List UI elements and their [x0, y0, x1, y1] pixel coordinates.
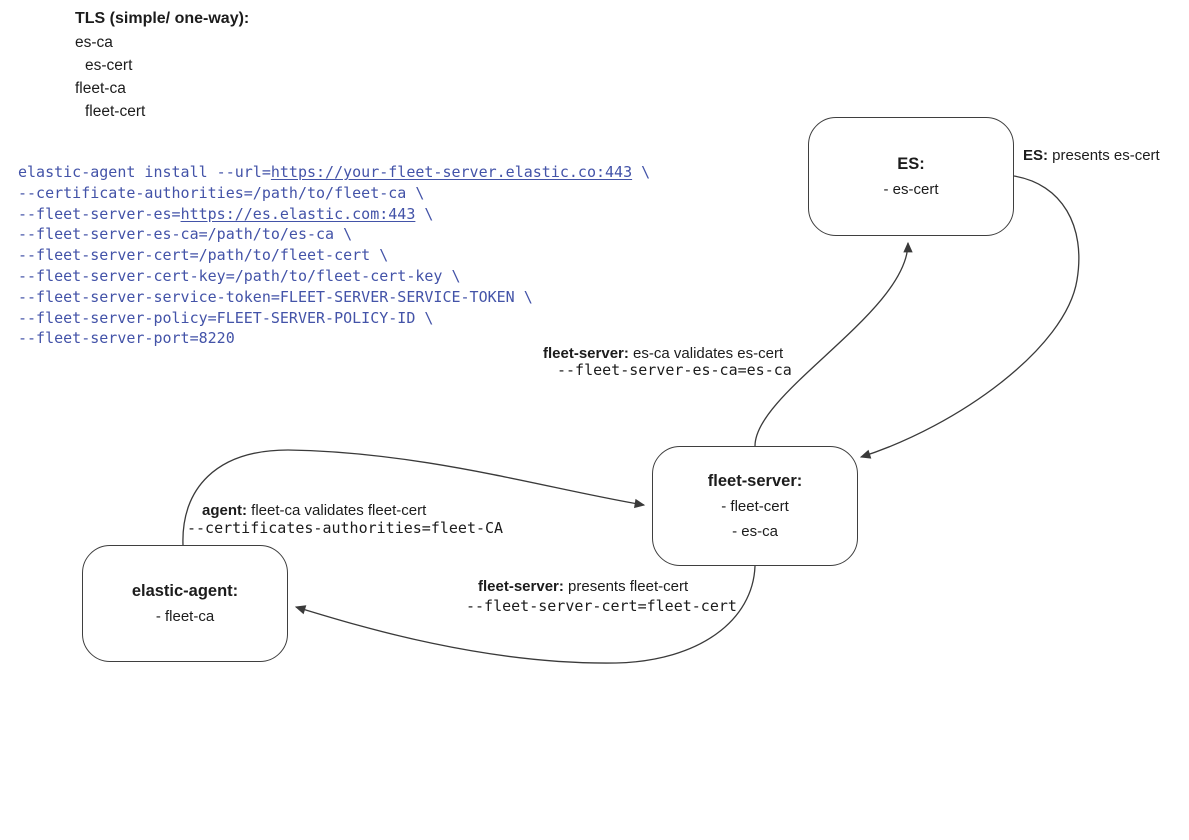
- label-fleet-validates-es-flag: --fleet-server-es-ca=es-ca: [557, 361, 792, 379]
- node-es: ES: - es-cert: [808, 117, 1014, 236]
- label-fleet-presents-flag: --fleet-server-cert=fleet-cert: [466, 597, 737, 615]
- command-line: --certificate-authorities=/path/to/fleet…: [18, 183, 650, 204]
- label-agent-validates-fleet-flag: --certificates-authorities=fleet-CA: [187, 519, 504, 537]
- command-line: --fleet-server-es=https://es.elastic.com…: [18, 204, 650, 225]
- tls-legend-title: TLS (simple/ one-way):: [75, 10, 250, 27]
- label-fleet-validates-es-text: es-ca validates es-cert: [628, 345, 784, 362]
- label-fleet-validates-es-bold: fleet-server:: [543, 345, 629, 362]
- command-text: \: [632, 163, 651, 181]
- node-es-item-es-cert: - es-cert: [883, 180, 939, 198]
- command-text: --fleet-server-service-token=FLEET-SERVE…: [18, 287, 533, 306]
- label-es-presents-bold: ES:: [1023, 147, 1049, 164]
- command-text: --fleet-server-es-ca=/path/to/es-ca \: [18, 225, 353, 244]
- command-line: --fleet-server-cert=/path/to/fleet-cert …: [18, 245, 650, 266]
- command-text: --fleet-server-es=: [18, 204, 181, 223]
- command-line: --fleet-server-cert-key=/path/to/fleet-c…: [18, 266, 650, 287]
- command-line: --fleet-server-service-token=FLEET-SERVE…: [18, 287, 650, 308]
- node-elastic-agent-title: elastic-agent:: [131, 581, 239, 600]
- label-es-presents-text: presents es-cert: [1048, 147, 1160, 164]
- command-text: --fleet-server-cert-key=/path/to/fleet-c…: [18, 266, 461, 285]
- command-line: --fleet-server-es-ca=/path/to/es-ca \: [18, 224, 650, 245]
- legend-item-es-ca: es-ca: [75, 34, 113, 51]
- node-es-title: ES:: [897, 154, 925, 173]
- label-fleet-presents-fleet-cert: fleet-server: presents fleet-cert: [478, 578, 688, 595]
- node-elastic-agent-item-fleet-ca: - fleet-ca: [155, 607, 215, 625]
- label-agent-validates-fleet: agent: fleet-ca validates fleet-cert: [202, 502, 426, 519]
- label-fleet-presents-text: presents fleet-cert: [563, 578, 689, 595]
- label-fleet-validates-es: fleet-server: es-ca validates es-cert: [543, 345, 783, 362]
- node-fleet-server-item-es-ca: - es-ca: [732, 522, 778, 540]
- node-fleet-server-title: fleet-server:: [707, 471, 803, 490]
- node-elastic-agent: elastic-agent: - fleet-ca: [82, 545, 288, 662]
- legend-item-es-cert: es-cert: [85, 57, 133, 74]
- label-es-presents-es-cert: ES: presents es-cert: [1023, 147, 1160, 164]
- command-line: elastic-agent install --url=https://your…: [18, 162, 650, 183]
- command-text: --fleet-server-policy=FLEET-SERVER-POLIC…: [18, 308, 434, 327]
- command-text: --fleet-server-port=8220: [18, 329, 235, 348]
- legend-item-fleet-ca: fleet-ca: [75, 80, 126, 97]
- label-fleet-presents-bold: fleet-server:: [478, 578, 564, 595]
- node-fleet-server: fleet-server: - fleet-cert - es-ca: [652, 446, 858, 566]
- command-text: --certificate-authorities=/path/to/fleet…: [18, 183, 425, 202]
- command-text: elastic-agent install --url=: [18, 163, 271, 181]
- command-text: \: [415, 204, 434, 223]
- label-agent-validates-fleet-bold: agent:: [202, 502, 247, 519]
- legend-item-fleet-cert: fleet-cert: [85, 103, 146, 120]
- command-block: elastic-agent install --url=https://your…: [18, 162, 650, 349]
- command-url: https://your-fleet-server.elastic.co:443: [270, 163, 633, 181]
- label-agent-validates-fleet-text: fleet-ca validates fleet-cert: [247, 502, 427, 519]
- command-line: --fleet-server-policy=FLEET-SERVER-POLIC…: [18, 308, 650, 329]
- command-line: --fleet-server-port=8220: [18, 328, 650, 349]
- command-url: https://es.elastic.com:443: [180, 204, 416, 223]
- tls-legend: TLS (simple/ one-way): es-ca es-cert fle…: [75, 7, 249, 123]
- command-text: --fleet-server-cert=/path/to/fleet-cert …: [18, 246, 389, 265]
- node-fleet-server-item-fleet-cert: - fleet-cert: [721, 497, 789, 515]
